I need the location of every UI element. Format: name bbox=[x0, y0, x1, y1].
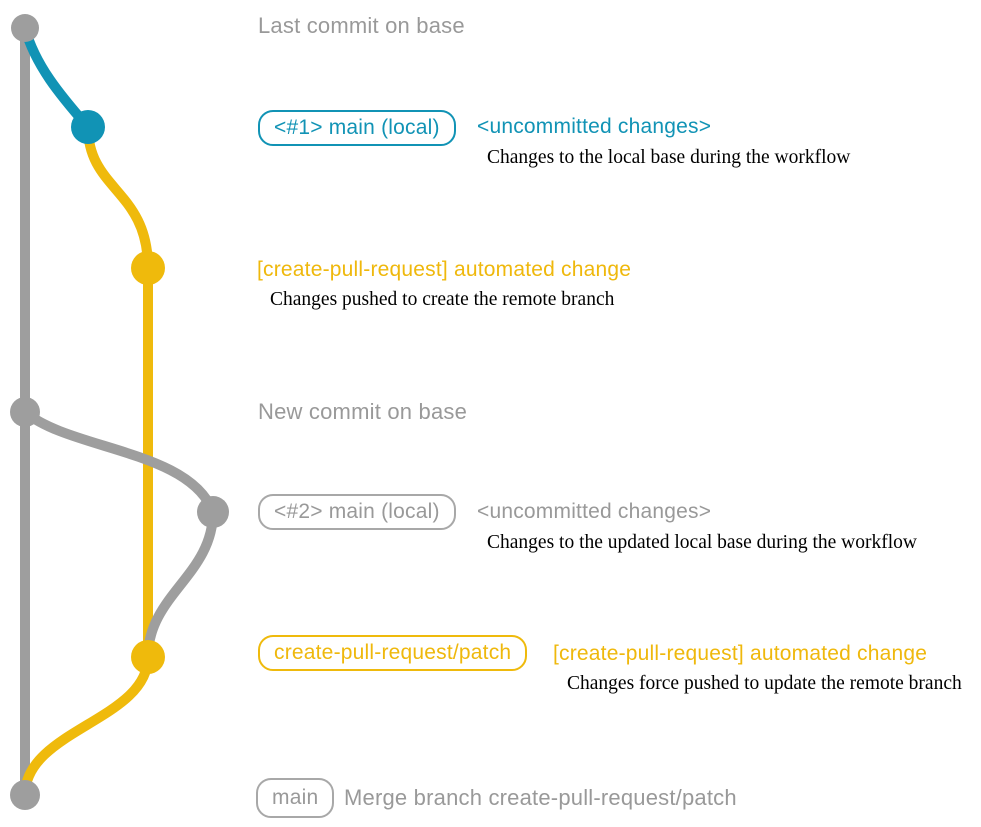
label-uncommitted-changes-1: <uncommitted changes> bbox=[477, 115, 712, 138]
branch-badge-main-local-2: <#2> main (local) bbox=[258, 494, 456, 530]
label-merge-branch: Merge branch create-pull-request/patch bbox=[344, 785, 737, 810]
commit-dot-last-base bbox=[11, 14, 39, 42]
local-main-branch-curve bbox=[20, 23, 93, 132]
branch-badge-main: main bbox=[256, 778, 335, 818]
commit-dot-new-base bbox=[10, 397, 40, 427]
branch-badge-main-local-1: <#1> main (local) bbox=[258, 110, 456, 146]
desc-uncommitted-changes-1: Changes to the local base during the wor… bbox=[487, 147, 851, 168]
desc-automated-change-2: Changes force pushed to update the remot… bbox=[567, 673, 962, 694]
label-new-commit-on-base: New commit on base bbox=[258, 399, 468, 424]
branch-badge-create-pull-request-patch: create-pull-request/patch bbox=[258, 635, 528, 671]
commit-graph bbox=[10, 14, 229, 810]
desc-automated-change-1: Changes pushed to create the remote bran… bbox=[270, 289, 615, 310]
base-to-local2-curve bbox=[20, 407, 218, 517]
label-automated-change-1: [create-pull-request] automated change bbox=[257, 258, 632, 281]
commit-dot-local-main-2 bbox=[197, 496, 229, 528]
commit-dot-automated-change-2 bbox=[131, 640, 165, 674]
commit-dot-merge bbox=[10, 780, 40, 810]
local2-to-patch-curve bbox=[143, 507, 218, 662]
commit-dot-local-main-1 bbox=[71, 110, 105, 144]
patch-branch-line bbox=[20, 122, 153, 800]
label-last-commit-on-base: Last commit on base bbox=[258, 13, 465, 38]
label-automated-change-2: [create-pull-request] automated change bbox=[553, 642, 928, 665]
commit-dot-automated-change-1 bbox=[131, 251, 165, 285]
desc-uncommitted-changes-2: Changes to the updated local base during… bbox=[487, 532, 917, 553]
label-uncommitted-changes-2: <uncommitted changes> bbox=[477, 500, 712, 523]
